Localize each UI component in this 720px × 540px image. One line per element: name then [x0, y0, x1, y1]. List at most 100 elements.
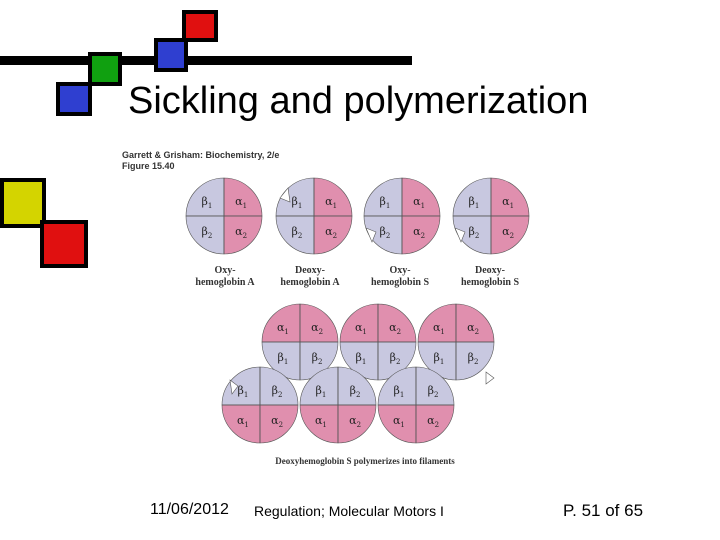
binding-notch [365, 227, 377, 243]
hemoglobin-label-line2: hemoglobin A [280, 277, 340, 288]
subunit-label: α2 [349, 414, 361, 429]
subunit-quadrant [259, 404, 299, 444]
subunit-label: β1 [291, 195, 302, 210]
subunit-quadrant [313, 177, 353, 217]
subunit-quadrant [299, 366, 339, 406]
subunit-label: β1 [379, 195, 390, 210]
decor-square-green [88, 52, 122, 86]
subunit-label: β1 [355, 351, 366, 366]
subunit-quadrant [455, 341, 495, 381]
hemoglobin-label-line2: hemoglobin S [370, 277, 430, 288]
hemoglobin-label: Deoxy- hemoglobin S [435, 265, 545, 289]
subunit-quadrant [221, 366, 261, 406]
subunit-quadrant [401, 215, 441, 255]
subunit-label: α2 [311, 321, 323, 336]
subunit-quadrant [377, 303, 417, 343]
subunit-label: α2 [325, 225, 337, 240]
subunit-quadrant [401, 177, 441, 217]
subunit-quadrant [313, 215, 353, 255]
polymer-caption: Deoxyhemoglobin S polymerizes into filam… [275, 456, 455, 466]
slide-title: Sickling and polymerization [128, 80, 589, 122]
subunit-quadrant [299, 404, 339, 444]
subunit-label: α1 [325, 195, 337, 210]
subunit-label: β2 [390, 351, 401, 366]
subunit-label: β1 [393, 384, 404, 399]
subunit-label: β2 [428, 384, 439, 399]
hemoglobin-label-line1: Oxy- [389, 265, 411, 276]
subunit-label: α2 [427, 414, 439, 429]
subunit-label: β2 [291, 225, 302, 240]
subunit-quadrant [363, 177, 403, 217]
hemoglobin-label-line1: Deoxy- [475, 265, 505, 276]
hemoglobin-label: Oxy- hemoglobin S [345, 265, 455, 289]
hemoglobin-label-line1: Oxy- [214, 265, 236, 276]
subunit-quadrant [261, 303, 301, 343]
subunit-quadrant [490, 177, 530, 217]
subunit-label: α1 [277, 321, 289, 336]
subunit-quadrant [415, 404, 455, 444]
subunit-quadrant [221, 404, 261, 444]
subunit-quadrant [377, 404, 417, 444]
binding-notch [229, 379, 239, 395]
hemoglobin-label: Oxy- hemoglobin A [170, 265, 280, 289]
hemoglobin-label-line2: hemoglobin A [195, 277, 255, 288]
subunit-quadrant [455, 303, 495, 343]
binding-notch [279, 187, 291, 203]
title-bar-line [0, 56, 412, 65]
subunit-quadrant [337, 366, 377, 406]
subunit-quadrant [259, 366, 299, 406]
subunit-label: β1 [277, 351, 288, 366]
subunit-label: α2 [235, 225, 247, 240]
subunit-quadrant [417, 303, 457, 343]
subunit-label: β2 [272, 384, 283, 399]
subunit-label: α1 [393, 414, 405, 429]
subunit-quadrant [223, 177, 263, 217]
subunit-label: α1 [237, 414, 249, 429]
subunit-label: α1 [355, 321, 367, 336]
subunit-label: β2 [350, 384, 361, 399]
subunit-quadrant [337, 404, 377, 444]
subunit-quadrant [363, 215, 403, 255]
subunit-quadrant [299, 303, 339, 343]
subunit-label: α2 [271, 414, 283, 429]
subunit-label: α2 [502, 225, 514, 240]
subunit-label: α2 [467, 321, 479, 336]
subunit-label: α1 [413, 195, 425, 210]
subunit-label: β1 [468, 195, 479, 210]
subunit-quadrant [417, 341, 457, 381]
decor-square-blue-top [154, 38, 188, 72]
hemoglobin-label-line1: Deoxy- [295, 265, 325, 276]
hemoglobin-label-line2: hemoglobin S [460, 277, 520, 288]
footer-page: P. 51 of 65 [563, 501, 644, 520]
subunit-label: α2 [389, 321, 401, 336]
subunit-quadrant [223, 215, 263, 255]
subunit-label: α1 [502, 195, 514, 210]
subunit-label: β2 [468, 351, 479, 366]
decor-square-blue-left [56, 82, 92, 116]
subunit-quadrant [452, 215, 492, 255]
binding-notch [454, 227, 466, 243]
binding-notch [485, 371, 495, 385]
subunit-label: β2 [468, 225, 479, 240]
subunit-label: β2 [201, 225, 212, 240]
figure-source: Garrett & Grisham: Biochemistry, 2/e Fig… [122, 150, 279, 172]
figure-source-text: Garrett & Grisham: Biochemistry, 2/e [122, 150, 280, 160]
subunit-quadrant [452, 177, 492, 217]
decor-square-yellow [0, 178, 46, 228]
subunit-label: α1 [315, 414, 327, 429]
subunit-quadrant [185, 177, 225, 217]
footer-course: Regulation; Molecular Motors I [254, 503, 444, 519]
footer-date: 11/06/2012 [150, 501, 229, 518]
subunit-label: β1 [433, 351, 444, 366]
subunit-label: β2 [379, 225, 390, 240]
subunit-quadrant [415, 366, 455, 406]
subunit-label: α2 [413, 225, 425, 240]
subunit-quadrant [275, 215, 315, 255]
subunit-quadrant [377, 366, 417, 406]
subunit-label: β2 [312, 351, 323, 366]
subunit-label: β1 [315, 384, 326, 399]
subunit-label: β1 [237, 384, 248, 399]
subunit-quadrant [490, 215, 530, 255]
